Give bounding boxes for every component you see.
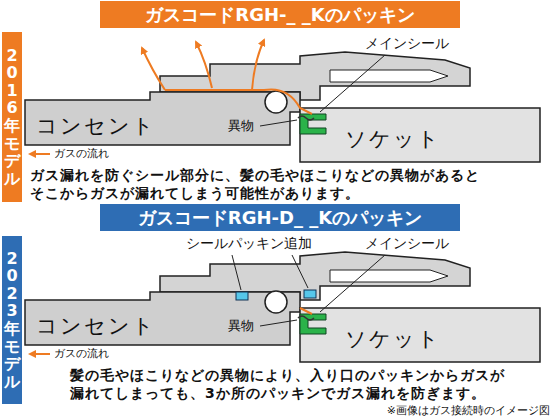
part-label: メインシール bbox=[365, 35, 449, 53]
leak-line bbox=[300, 308, 312, 314]
leader-line bbox=[232, 255, 241, 290]
year-text: 2016年モデル bbox=[4, 47, 20, 188]
part-label: コンセント bbox=[36, 313, 156, 339]
year-text: 2023年モデル bbox=[4, 250, 20, 391]
added-packing bbox=[236, 292, 248, 300]
part-label: 異物 bbox=[228, 318, 254, 334]
header-text: ガスコードRGH-_ _Kのパッキン bbox=[145, 3, 414, 27]
part-label: 異物 bbox=[228, 118, 254, 134]
flow-label: ガスの流れ bbox=[54, 147, 109, 161]
part-label: ソケット bbox=[345, 126, 441, 152]
part-label: メインシール bbox=[365, 235, 449, 253]
part-label: ソケット bbox=[345, 326, 441, 352]
leak-arrow bbox=[252, 40, 264, 90]
leak-path bbox=[142, 40, 312, 114]
leak-line bbox=[165, 89, 312, 114]
part-label: コンセント bbox=[36, 113, 156, 139]
year-band: 2016年モデル bbox=[2, 32, 22, 202]
flow-label: ガスの流れ bbox=[54, 347, 109, 361]
leak-arrow bbox=[142, 48, 165, 90]
leak-arrow bbox=[196, 42, 212, 88]
note-text: ガス漏れを防ぐシール部分に、髪の毛やほこりなどの異物があると そこからガスが漏れ… bbox=[30, 166, 480, 202]
header-bar: ガスコードRGH-D_ _Kのパッキン bbox=[100, 204, 460, 231]
note-text: 髪の毛やほこりなどの異物により、入り口のパッキンからガスが 漏れてしまっても、3… bbox=[70, 366, 505, 402]
header-text: ガスコードRGH-D_ _Kのパッキン bbox=[138, 206, 422, 230]
cross-section-2016 bbox=[25, 52, 540, 162]
cross-section-2023 bbox=[25, 252, 540, 362]
year-band: 2023年モデル bbox=[2, 236, 22, 404]
leader-line bbox=[292, 255, 308, 288]
caption: ※画像はガス接続時のイメージ図 bbox=[387, 404, 550, 418]
added-packing bbox=[304, 290, 316, 298]
part-label: シールパッキン追加 bbox=[186, 235, 312, 253]
header-bar: ガスコードRGH-_ _Kのパッキン bbox=[100, 1, 460, 28]
